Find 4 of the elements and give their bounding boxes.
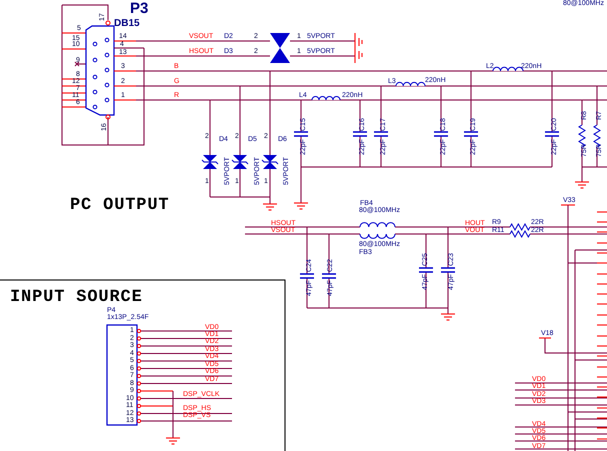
part-label: DB15 <box>114 19 140 29</box>
section-heading: PC OUTPUT <box>70 197 170 214</box>
section-heading: INPUT SOURCE <box>10 289 143 306</box>
part-label: P3 <box>130 1 148 16</box>
